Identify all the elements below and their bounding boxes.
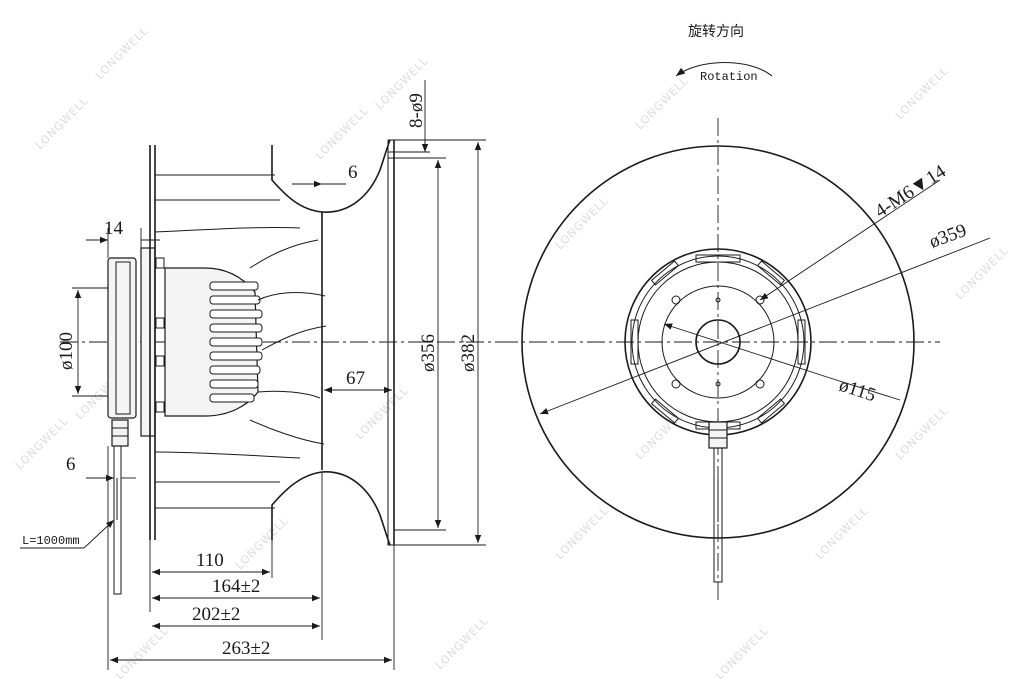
dim-202-label: 202±2 — [192, 604, 240, 625]
watermark: LONGWELL — [553, 504, 611, 562]
watermark: LONGWELL — [313, 104, 371, 162]
watermark: LONGWELL — [93, 24, 151, 82]
dim-impeller-dia-leader — [539, 237, 991, 415]
watermark: LONGWELL — [893, 64, 951, 122]
side-view: 8-ø9 6 14 ø100 ø356 ø382 67 6 — [20, 80, 500, 670]
watermark: LONGWELL — [633, 74, 691, 132]
shaft-bore — [695, 319, 741, 365]
watermark: LONGWELL — [233, 514, 291, 572]
front-view: 旋转方向 Rotation — [500, 24, 991, 600]
terminal-box-inner — [115, 261, 131, 415]
cable-front — [713, 447, 723, 583]
mounting-plate — [140, 247, 156, 437]
inlet-flange — [387, 139, 395, 546]
dim-bolt-holes-label: 8-ø9 — [406, 93, 427, 128]
rotation-label-en: Rotation — [700, 70, 758, 84]
hub-slots — [630, 254, 806, 430]
dim-inlet-depth-label: 67 — [346, 368, 365, 389]
impeller-blades — [154, 174, 327, 509]
watermark: LONGWELL — [113, 624, 171, 682]
dim-cable-length-label: L=1000mm — [22, 534, 80, 548]
motor-flange-circle — [661, 285, 775, 399]
dim-inlet-dia-label: ø356 — [418, 334, 439, 372]
rotation-arrow — [675, 62, 773, 77]
dim-flange-width-label: 14 — [104, 218, 124, 239]
dim-outer-dia-label: ø382 — [458, 334, 479, 372]
inlet-ring-top — [271, 139, 391, 213]
watermark: LONGWELL — [33, 94, 91, 152]
watermark-layer: LONGWELL LONGWELL LONGWELL LONGWELL LONG… — [13, 24, 1011, 682]
watermark: LONGWELL — [353, 384, 411, 442]
watermark: LONGWELL — [953, 244, 1011, 302]
cable-gland — [111, 419, 129, 447]
motor-fins — [209, 281, 263, 403]
dim-hub-dia-label: ø115 — [836, 375, 878, 406]
watermark: LONGWELL — [813, 504, 871, 562]
dim-110-label: 110 — [196, 550, 224, 571]
dim-impeller-dia-label: ø359 — [927, 220, 970, 253]
watermark: LONGWELL — [13, 414, 71, 472]
watermark: LONGWELL — [433, 614, 491, 672]
rotation-label-cn: 旋转方向 — [688, 24, 744, 40]
dim-164-label: 164±2 — [212, 576, 260, 597]
impeller-outline — [521, 145, 915, 539]
cable-gland-front — [708, 421, 728, 449]
dim-mount-thread-label: 4-M6▼14 — [871, 161, 950, 222]
terminal-box — [107, 257, 137, 419]
dim-cable-offset-label: 6 — [66, 454, 76, 475]
watermark: LONGWELL — [713, 624, 771, 682]
dim-hub-dia-leader — [663, 323, 831, 379]
dim-cone-gap-label: 6 — [348, 162, 358, 183]
dim-263-label: 263±2 — [222, 638, 270, 659]
plate-bolts — [155, 257, 165, 413]
dim-mount-thread-leader — [759, 179, 941, 301]
dim-motor-dia-label: ø100 — [56, 332, 77, 370]
inlet-ring-bottom — [271, 471, 391, 546]
